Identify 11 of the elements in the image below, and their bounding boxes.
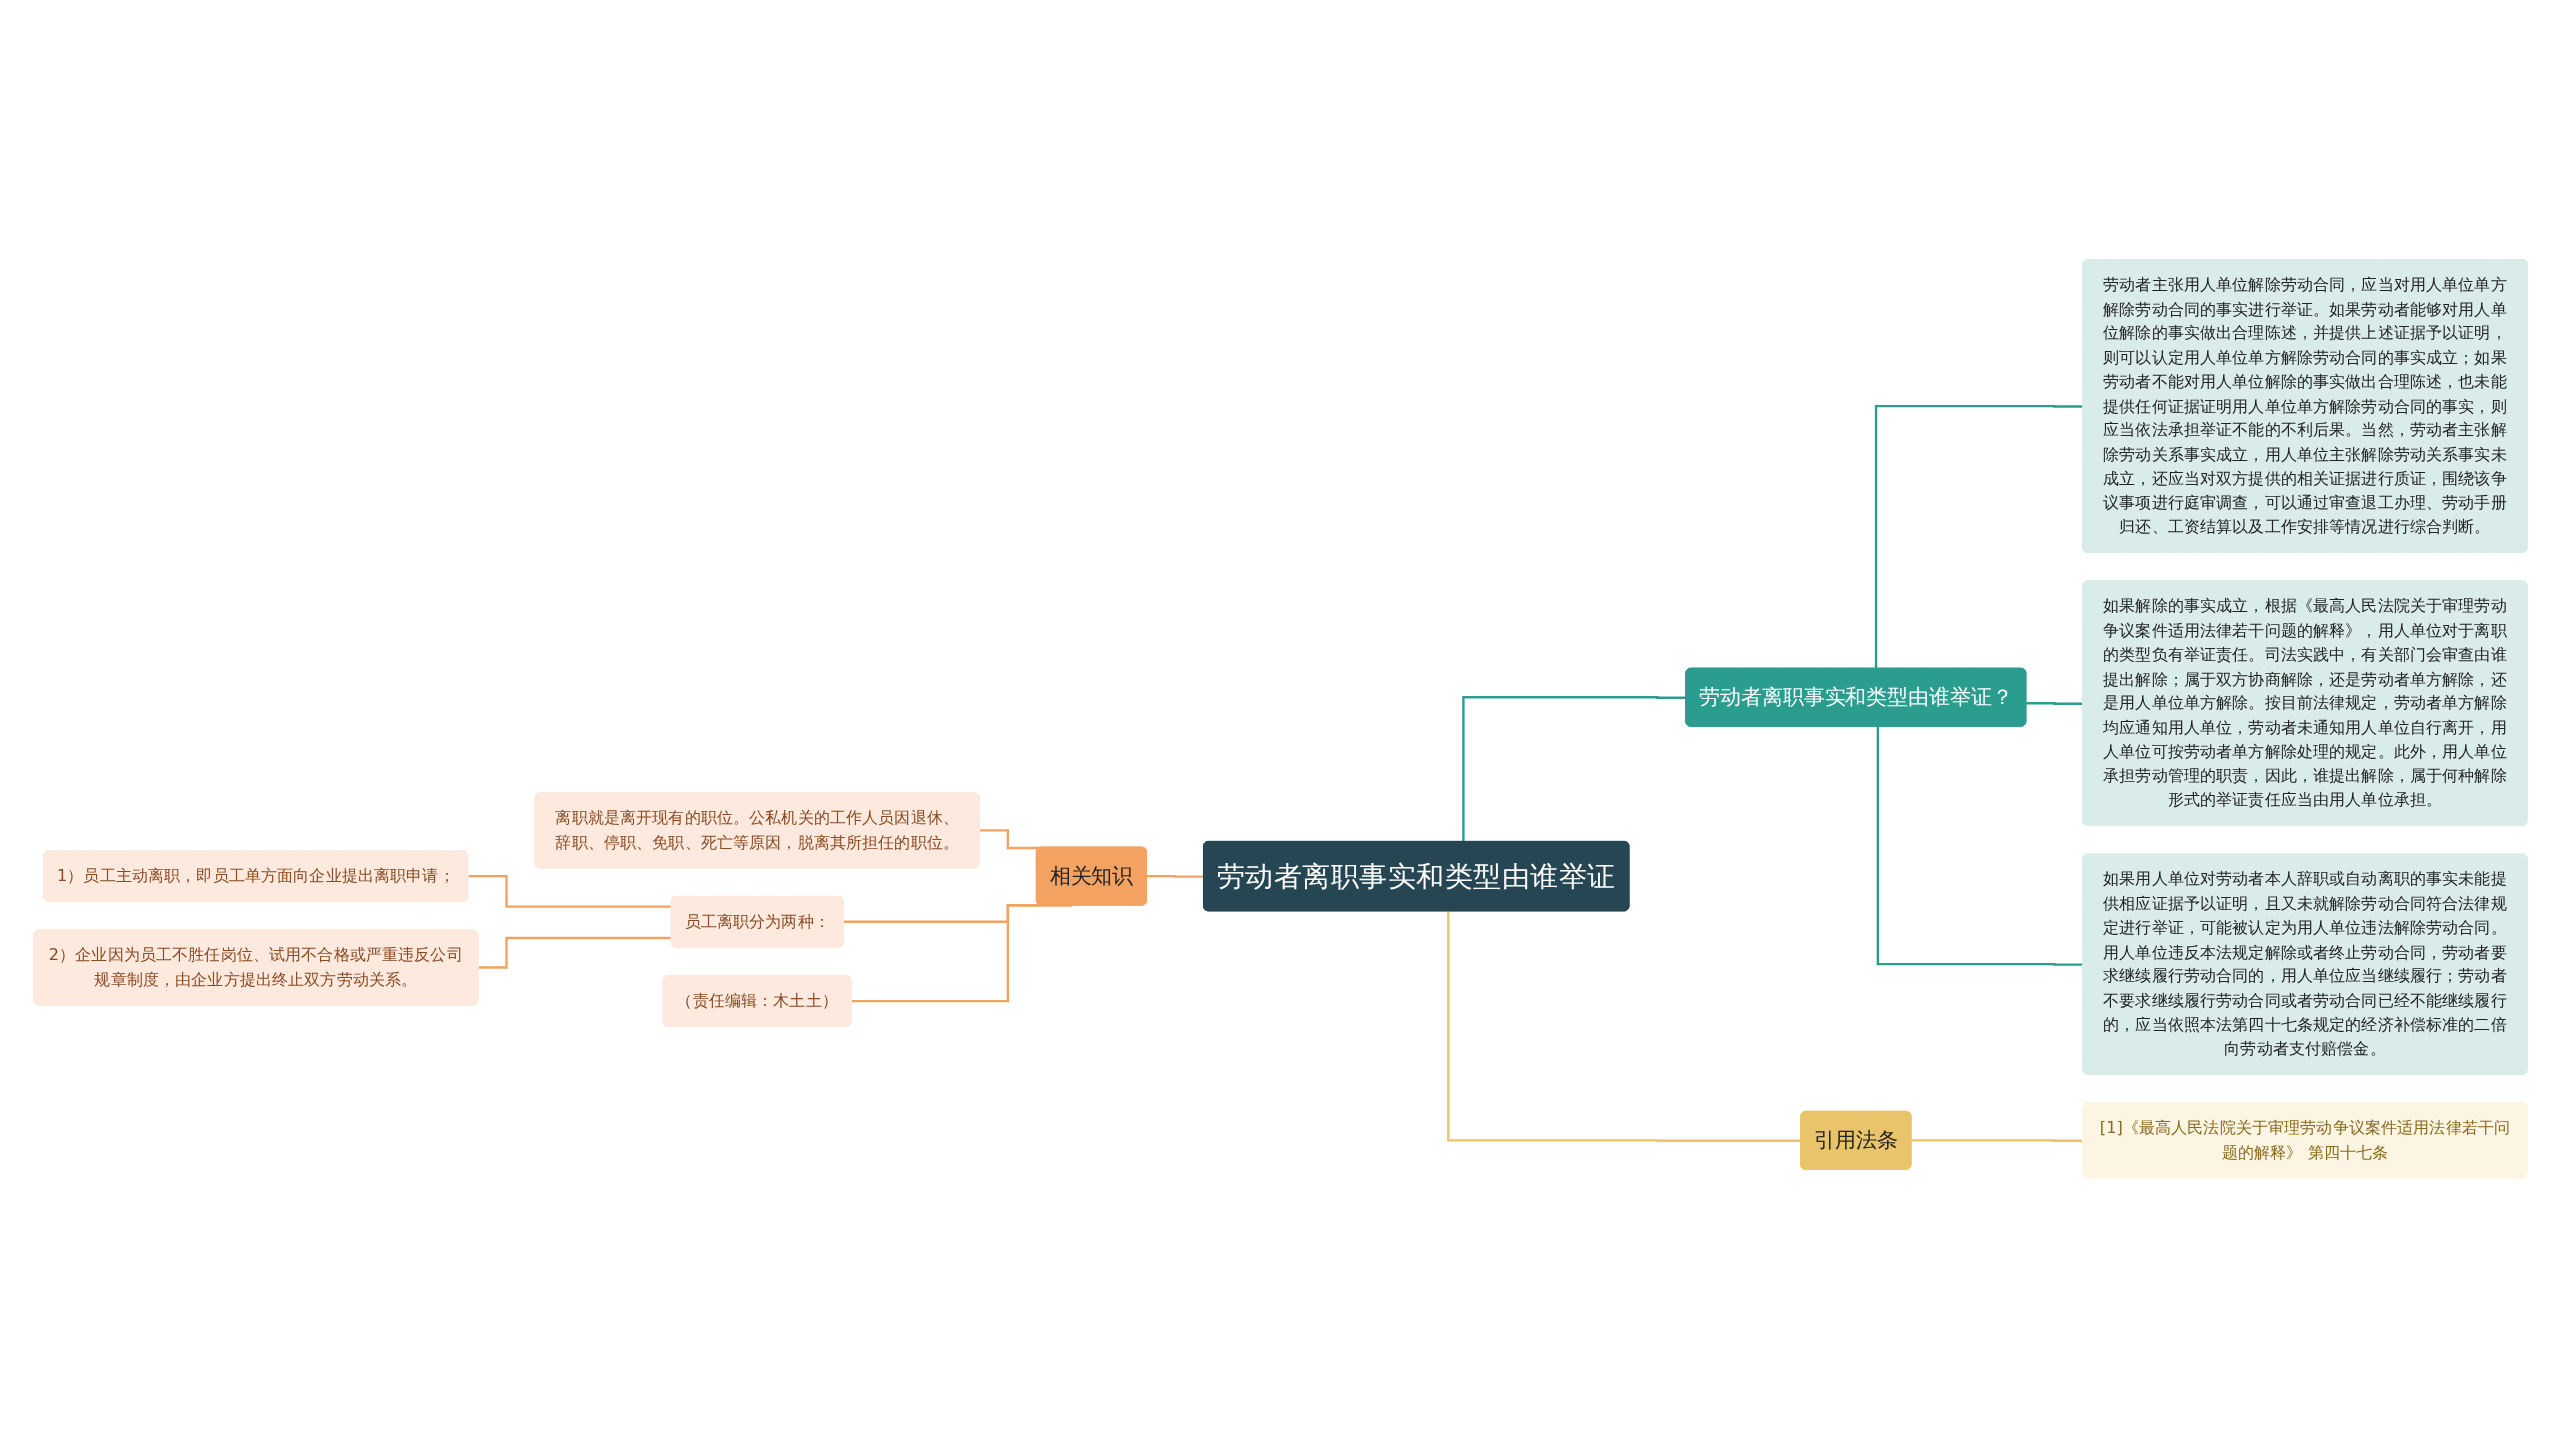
connector xyxy=(1461,695,1686,842)
connector xyxy=(1145,874,1204,878)
connector xyxy=(850,904,1073,1003)
connector xyxy=(466,874,672,908)
connector xyxy=(1874,404,2083,669)
connector xyxy=(1446,911,1801,1142)
connector xyxy=(978,829,1040,849)
connector xyxy=(1876,726,2083,966)
connector xyxy=(1909,1138,2083,1142)
connector xyxy=(476,936,672,969)
connector xyxy=(2024,701,2083,705)
